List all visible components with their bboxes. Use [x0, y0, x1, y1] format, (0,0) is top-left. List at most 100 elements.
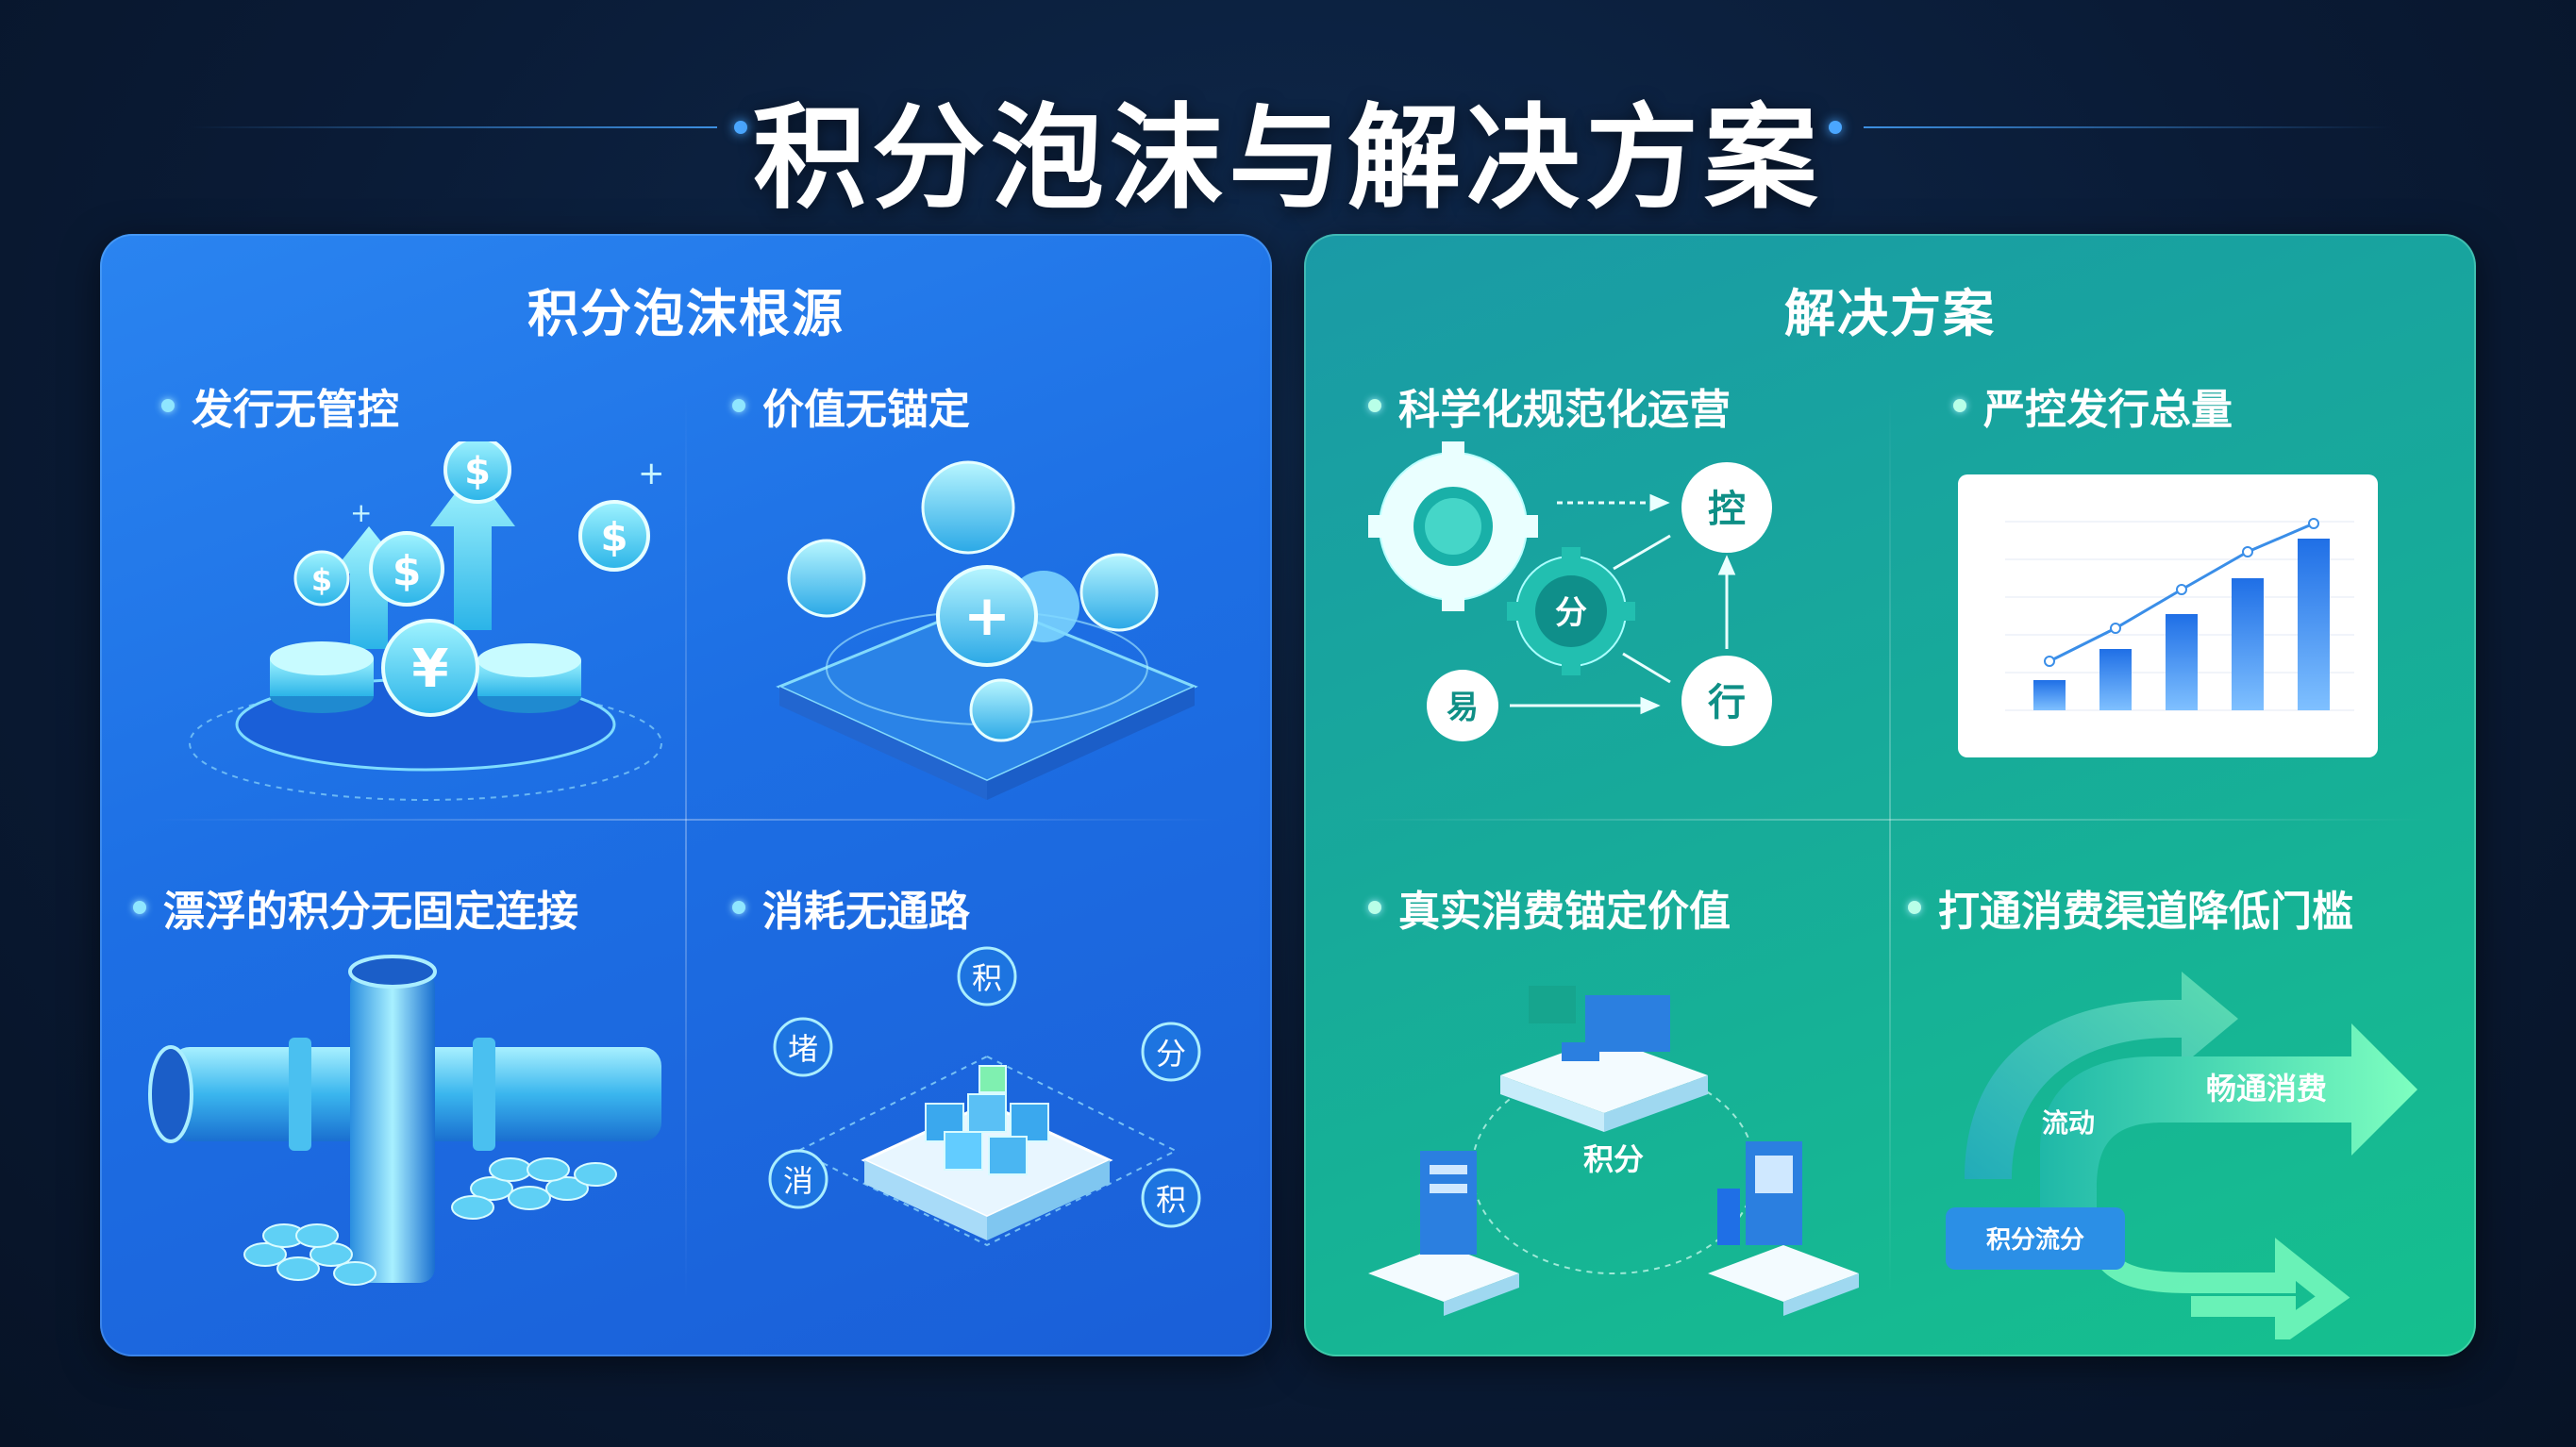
right-divider-horizontal — [1351, 819, 2429, 821]
cell-control-issuance: 严控发行总量 — [1953, 375, 2476, 866]
node-bubble: 消 — [768, 1149, 828, 1209]
kiosk-platform-icon — [1708, 1141, 1859, 1316]
cell-uncontrolled-issuance: 发行无管控 ¥ — [161, 375, 728, 866]
svg-text:消: 消 — [783, 1163, 813, 1199]
search-node-icon — [787, 539, 866, 618]
flow-start-label: 积分流分 — [1986, 1226, 2084, 1255]
cell-heading: 消耗无通路 — [732, 877, 970, 938]
cell-real-consumption: 真实消费锚定价值 — [1368, 877, 1934, 1356]
pipe-end-icon — [348, 955, 437, 989]
bar-chart-card — [1958, 474, 2378, 757]
plus-sparkle-icon: + — [350, 497, 372, 528]
kiosk-platform-icon — [1368, 1151, 1519, 1316]
pipe-end-icon — [148, 1045, 193, 1143]
svg-text:¥: ¥ — [412, 639, 449, 700]
coins-arrows-illustration: ¥ $ $ $ $ + + — [189, 441, 665, 801]
chart-points — [2044, 518, 2319, 667]
bullet-icon — [732, 399, 745, 412]
pipe-joint-icon — [289, 1038, 311, 1151]
bullet-icon — [161, 399, 175, 412]
node-bubble: 行 — [1681, 656, 1772, 746]
chart-bar — [2298, 539, 2330, 710]
chart-bar — [2033, 680, 2066, 710]
svg-text:$: $ — [600, 514, 627, 560]
floating-nodes-illustration: + — [776, 460, 1198, 800]
cell-scientific-operation: 科学化规范化运营 分 — [1368, 375, 1934, 866]
yen-coin-icon: ¥ — [381, 619, 479, 717]
coin-stack-icon — [270, 641, 374, 713]
gear-icon — [1368, 441, 1538, 611]
title-line-left — [189, 126, 717, 128]
lower-flow-arrow-icon — [2086, 1225, 2350, 1339]
cell-label: 严控发行总量 — [1983, 386, 2233, 434]
cell-heading: 科学化规范化运营 — [1368, 375, 1731, 436]
node-bubble: 堵 — [773, 1017, 833, 1077]
bullet-icon — [1368, 901, 1381, 914]
left-divider-vertical — [685, 394, 687, 1300]
platform-side-icon — [779, 687, 987, 800]
bullet-icon — [133, 901, 146, 914]
cell-heading: 价值无锚定 — [732, 375, 970, 436]
bullet-icon — [1953, 399, 1966, 412]
svg-text:$: $ — [393, 547, 422, 595]
node-bubble: 易 — [1427, 670, 1498, 741]
node-bubble: 积 — [1141, 1168, 1201, 1228]
up-arrow-icon — [430, 470, 515, 630]
bullet-icon — [732, 901, 745, 914]
svg-text:易: 易 — [1447, 689, 1479, 726]
left-divider-horizontal — [147, 819, 1225, 821]
dollar-coin-icon: $ — [578, 500, 650, 572]
cell-heading: 漂浮的积分无固定连接 — [133, 877, 578, 938]
cell-floating-points: 漂浮的积分无固定连接 — [133, 877, 699, 1356]
flow-end-label: 畅通消费 — [2206, 1071, 2327, 1106]
flow-arrow-icon — [1510, 493, 1736, 715]
svg-text:行: 行 — [1708, 681, 1746, 724]
cell-heading: 严控发行总量 — [1953, 375, 2233, 436]
svg-text:控: 控 — [1708, 488, 1746, 531]
cube-cluster-icon — [925, 1065, 1049, 1175]
svg-text:堵: 堵 — [788, 1031, 818, 1067]
blocked-cube-illustration: 积 堵 分 消 积 — [768, 946, 1201, 1247]
coin-pile-icon — [243, 1223, 376, 1286]
svg-text:积: 积 — [1156, 1182, 1186, 1218]
cell-label: 价值无锚定 — [762, 386, 970, 434]
title-dot-right — [1829, 121, 1842, 134]
flow-arrows-illustration: 积分流分 流动 畅通消费 — [1946, 972, 2417, 1339]
right-panel: 解决方案 科学化规范化运营 分 — [1304, 234, 2476, 1356]
node-bubble: 控 — [1681, 462, 1772, 553]
cell-heading: 真实消费锚定价值 — [1368, 877, 1731, 938]
cell-heading: 打通消费渠道降低门槛 — [1908, 877, 2353, 938]
base-ring-icon — [189, 686, 662, 801]
cell-open-channels: 打通消费渠道降低门槛 积分流分 流动 畅通消费 — [1908, 877, 2474, 1356]
gear-cycle-illustration: 分 控 行 易 — [1368, 441, 1772, 746]
node-bubble: 分 — [1141, 1022, 1201, 1082]
cell-label: 消耗无通路 — [762, 888, 970, 936]
plus-sparkle-icon: + — [638, 455, 665, 492]
cell-heading: 发行无管控 — [161, 375, 399, 436]
svg-text:$: $ — [464, 450, 491, 493]
chart-bar — [2232, 578, 2264, 710]
cloud-node-icon — [921, 460, 1015, 555]
plus-node-icon — [936, 565, 1038, 667]
dollar-coin-icon: $ — [293, 550, 350, 607]
coin-pile-icon — [451, 1157, 617, 1220]
svg-text:$: $ — [311, 562, 332, 598]
vertical-pipe-icon — [350, 972, 435, 1283]
platform-side-icon — [987, 1160, 1110, 1240]
coin-stack-icon — [477, 643, 581, 713]
loop-node-icon — [1079, 553, 1159, 632]
cell-label: 漂浮的积分无固定连接 — [163, 888, 578, 936]
left-panel-title: 积分泡沫根源 — [527, 284, 845, 343]
cell-label: 发行无管控 — [192, 386, 399, 434]
curved-arrow-icon — [1965, 972, 2238, 1179]
cell-label: 科学化规范化运营 — [1398, 386, 1731, 434]
chat-node-icon — [969, 678, 1033, 742]
shop-platform-icon — [1500, 986, 1708, 1132]
consumption-platforms-illustration: 积分 — [1368, 986, 1859, 1316]
cell-no-consumption-path: 消耗无通路 积 堵 分 — [732, 877, 1272, 1356]
svg-text:分: 分 — [1555, 594, 1587, 632]
gear-icon: 分 — [1507, 547, 1635, 675]
flow-mid-label: 流动 — [2042, 1107, 2095, 1139]
bullet-icon — [1908, 901, 1921, 914]
header: 积分泡沫与解决方案 — [0, 47, 2576, 225]
